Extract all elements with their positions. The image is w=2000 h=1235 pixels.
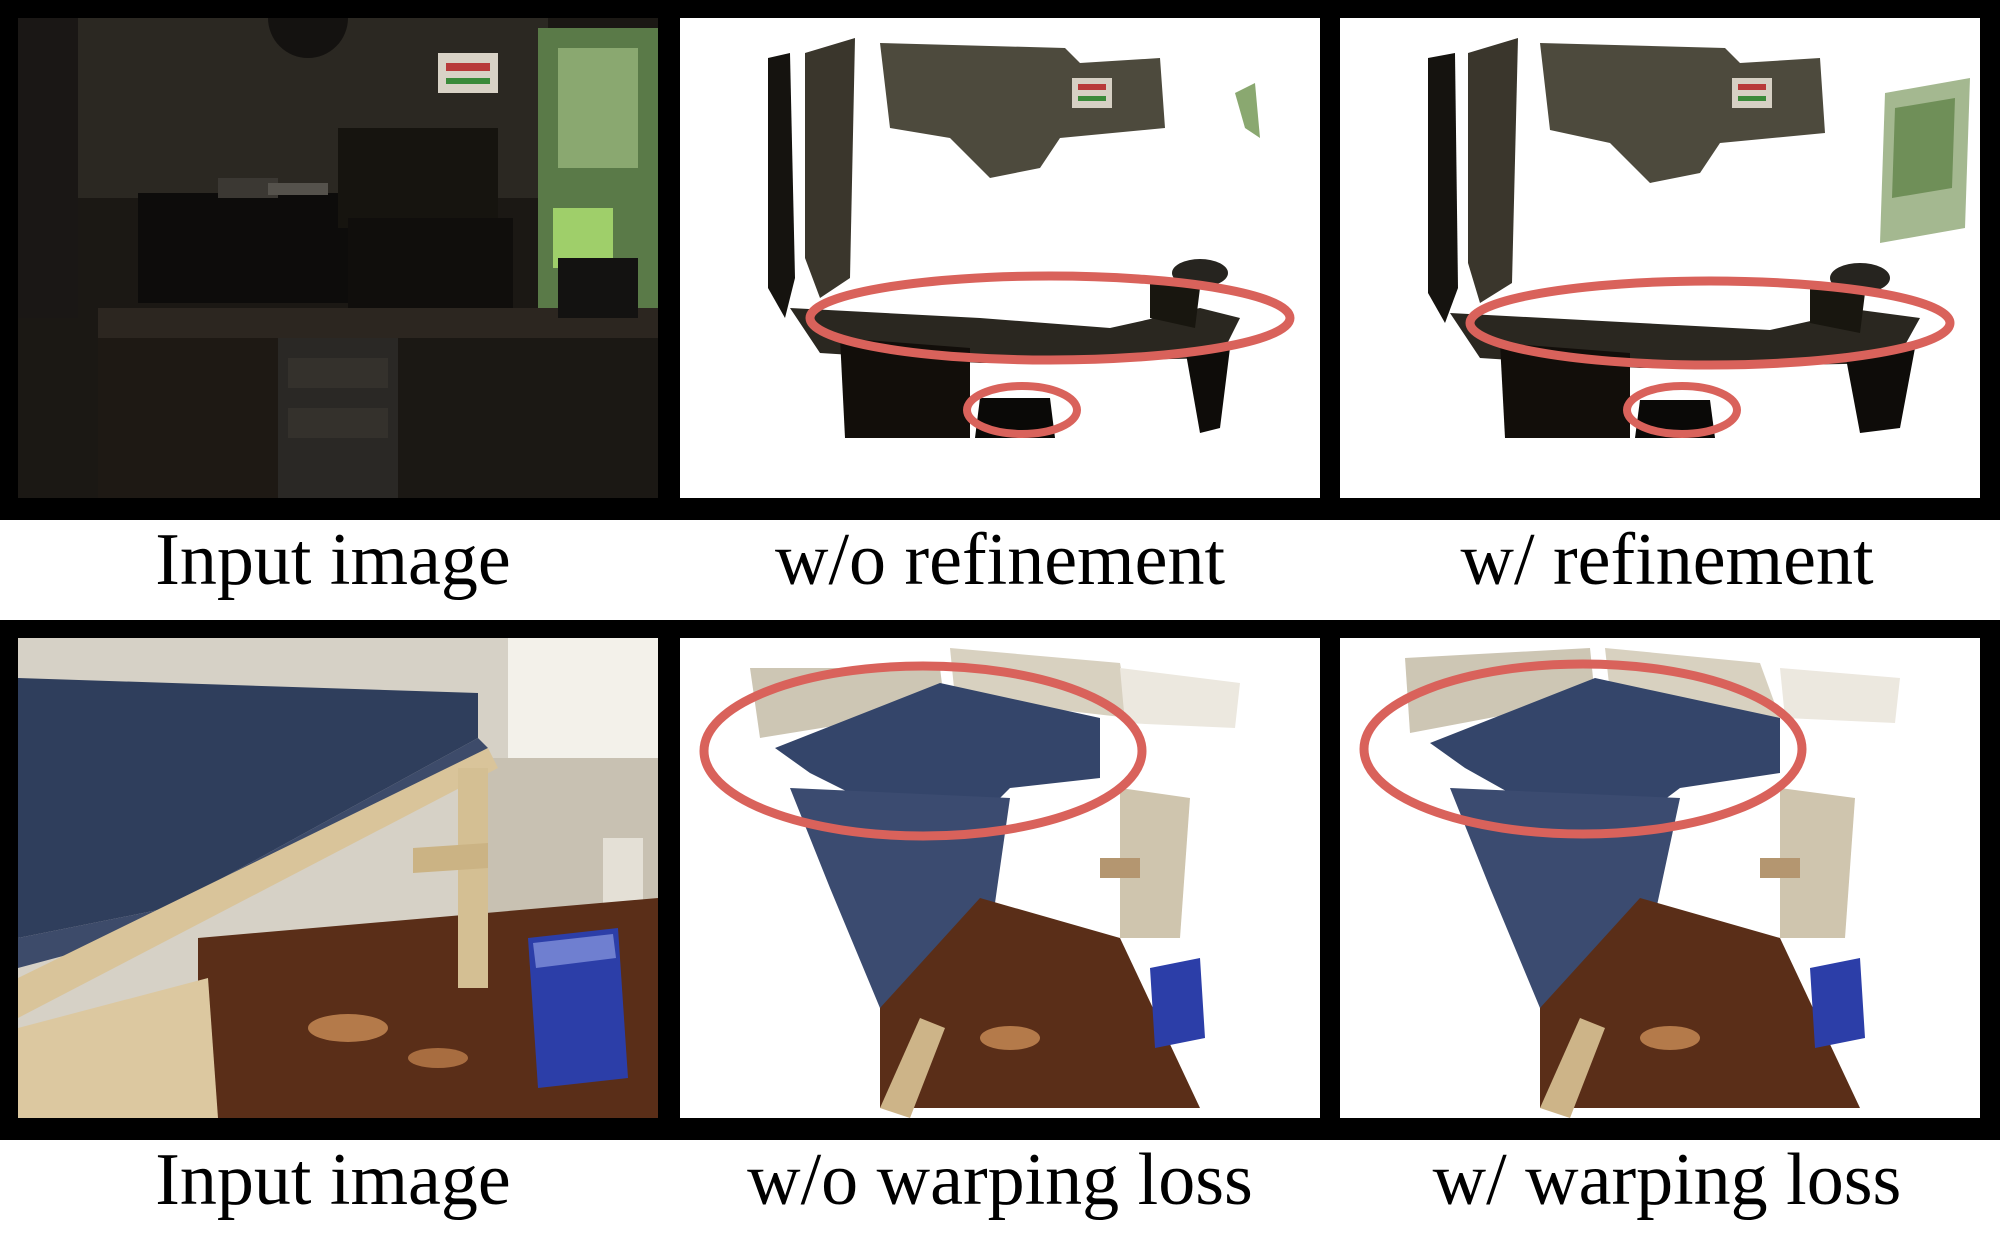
caption-top-input: Input image [155, 519, 511, 601]
top-without-refinement-render [680, 18, 1320, 498]
caption-top-with-refinement: w/ refinement [1460, 519, 1874, 601]
caption-bottom-input: Input image [155, 1139, 511, 1221]
bottom-input-image [18, 638, 658, 1118]
caption-bottom-without-warping-loss: w/o warping loss [747, 1139, 1253, 1221]
bottom-with-warping-loss-render [1340, 638, 1980, 1118]
bottom-without-warping-loss-render [680, 638, 1320, 1118]
caption-top-without-refinement: w/o refinement [775, 519, 1225, 601]
top-with-refinement-render [1340, 18, 1980, 498]
caption-bottom-with-warping-loss: w/ warping loss [1432, 1139, 1902, 1221]
top-input-image [18, 18, 658, 498]
